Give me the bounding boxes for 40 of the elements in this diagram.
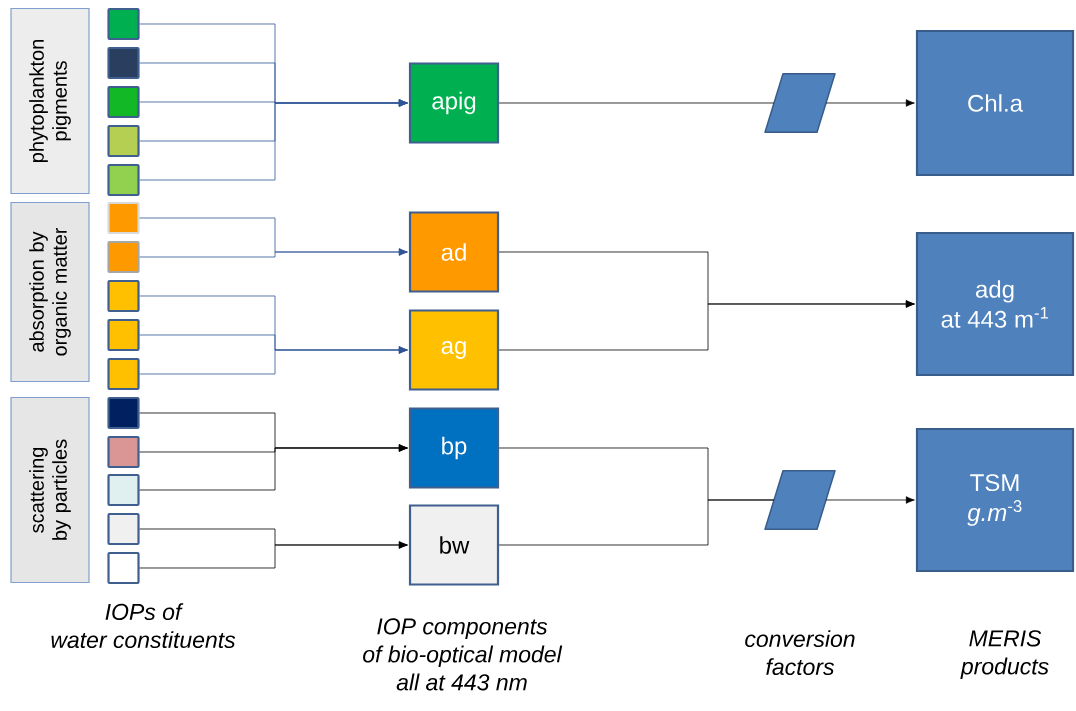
- column-label: IOPs of water constituents: [51, 603, 236, 649]
- arrow: [139, 444, 408, 491]
- color-swatch: [107, 473, 140, 507]
- color-swatch: [107, 46, 140, 80]
- conversion-parallelogram: [764, 73, 836, 133]
- component-box: apig: [408, 62, 500, 144]
- color-swatch: [107, 124, 140, 158]
- color-swatch: [107, 85, 140, 119]
- color-swatch: [107, 7, 140, 41]
- arrow: [825, 496, 915, 504]
- color-swatch: [107, 551, 140, 585]
- conversion-parallelogram: [764, 470, 836, 530]
- group-label-box: scattering by particles: [10, 396, 90, 584]
- color-swatch: [107, 396, 140, 430]
- group-label-box: phytoplankton pigments: [10, 7, 90, 195]
- product-box: TSM g.m$^{-3}$: [915, 427, 1075, 573]
- color-swatch: [107, 163, 140, 197]
- component-box: bw: [408, 504, 500, 586]
- product-box: Chl.a: [915, 29, 1075, 177]
- group-label-box: absorption by organic matter: [10, 201, 90, 383]
- arrow: [139, 248, 408, 258]
- arrow: [825, 99, 915, 107]
- arrow: [498, 300, 915, 351]
- color-swatch: [107, 435, 140, 469]
- arrow: [139, 541, 408, 569]
- color-swatch: [107, 201, 140, 235]
- color-swatch: [107, 318, 140, 352]
- component-box: bp: [408, 407, 500, 489]
- arrow: [139, 99, 408, 181]
- arrow: [139, 346, 408, 375]
- product-box: adg at 443 m$^{-1}$: [915, 231, 1075, 377]
- color-swatch: [107, 512, 140, 546]
- column-label: conversion factors: [745, 630, 855, 676]
- color-swatch: [107, 240, 140, 274]
- column-label: IOP components of bio-optical model all at 443 nm: [363, 618, 563, 691]
- color-swatch: [107, 279, 140, 313]
- component-box: ag: [408, 309, 500, 391]
- color-swatch: [107, 357, 140, 391]
- column-label: MERIS products: [960, 630, 1049, 679]
- component-box: ad: [408, 211, 500, 293]
